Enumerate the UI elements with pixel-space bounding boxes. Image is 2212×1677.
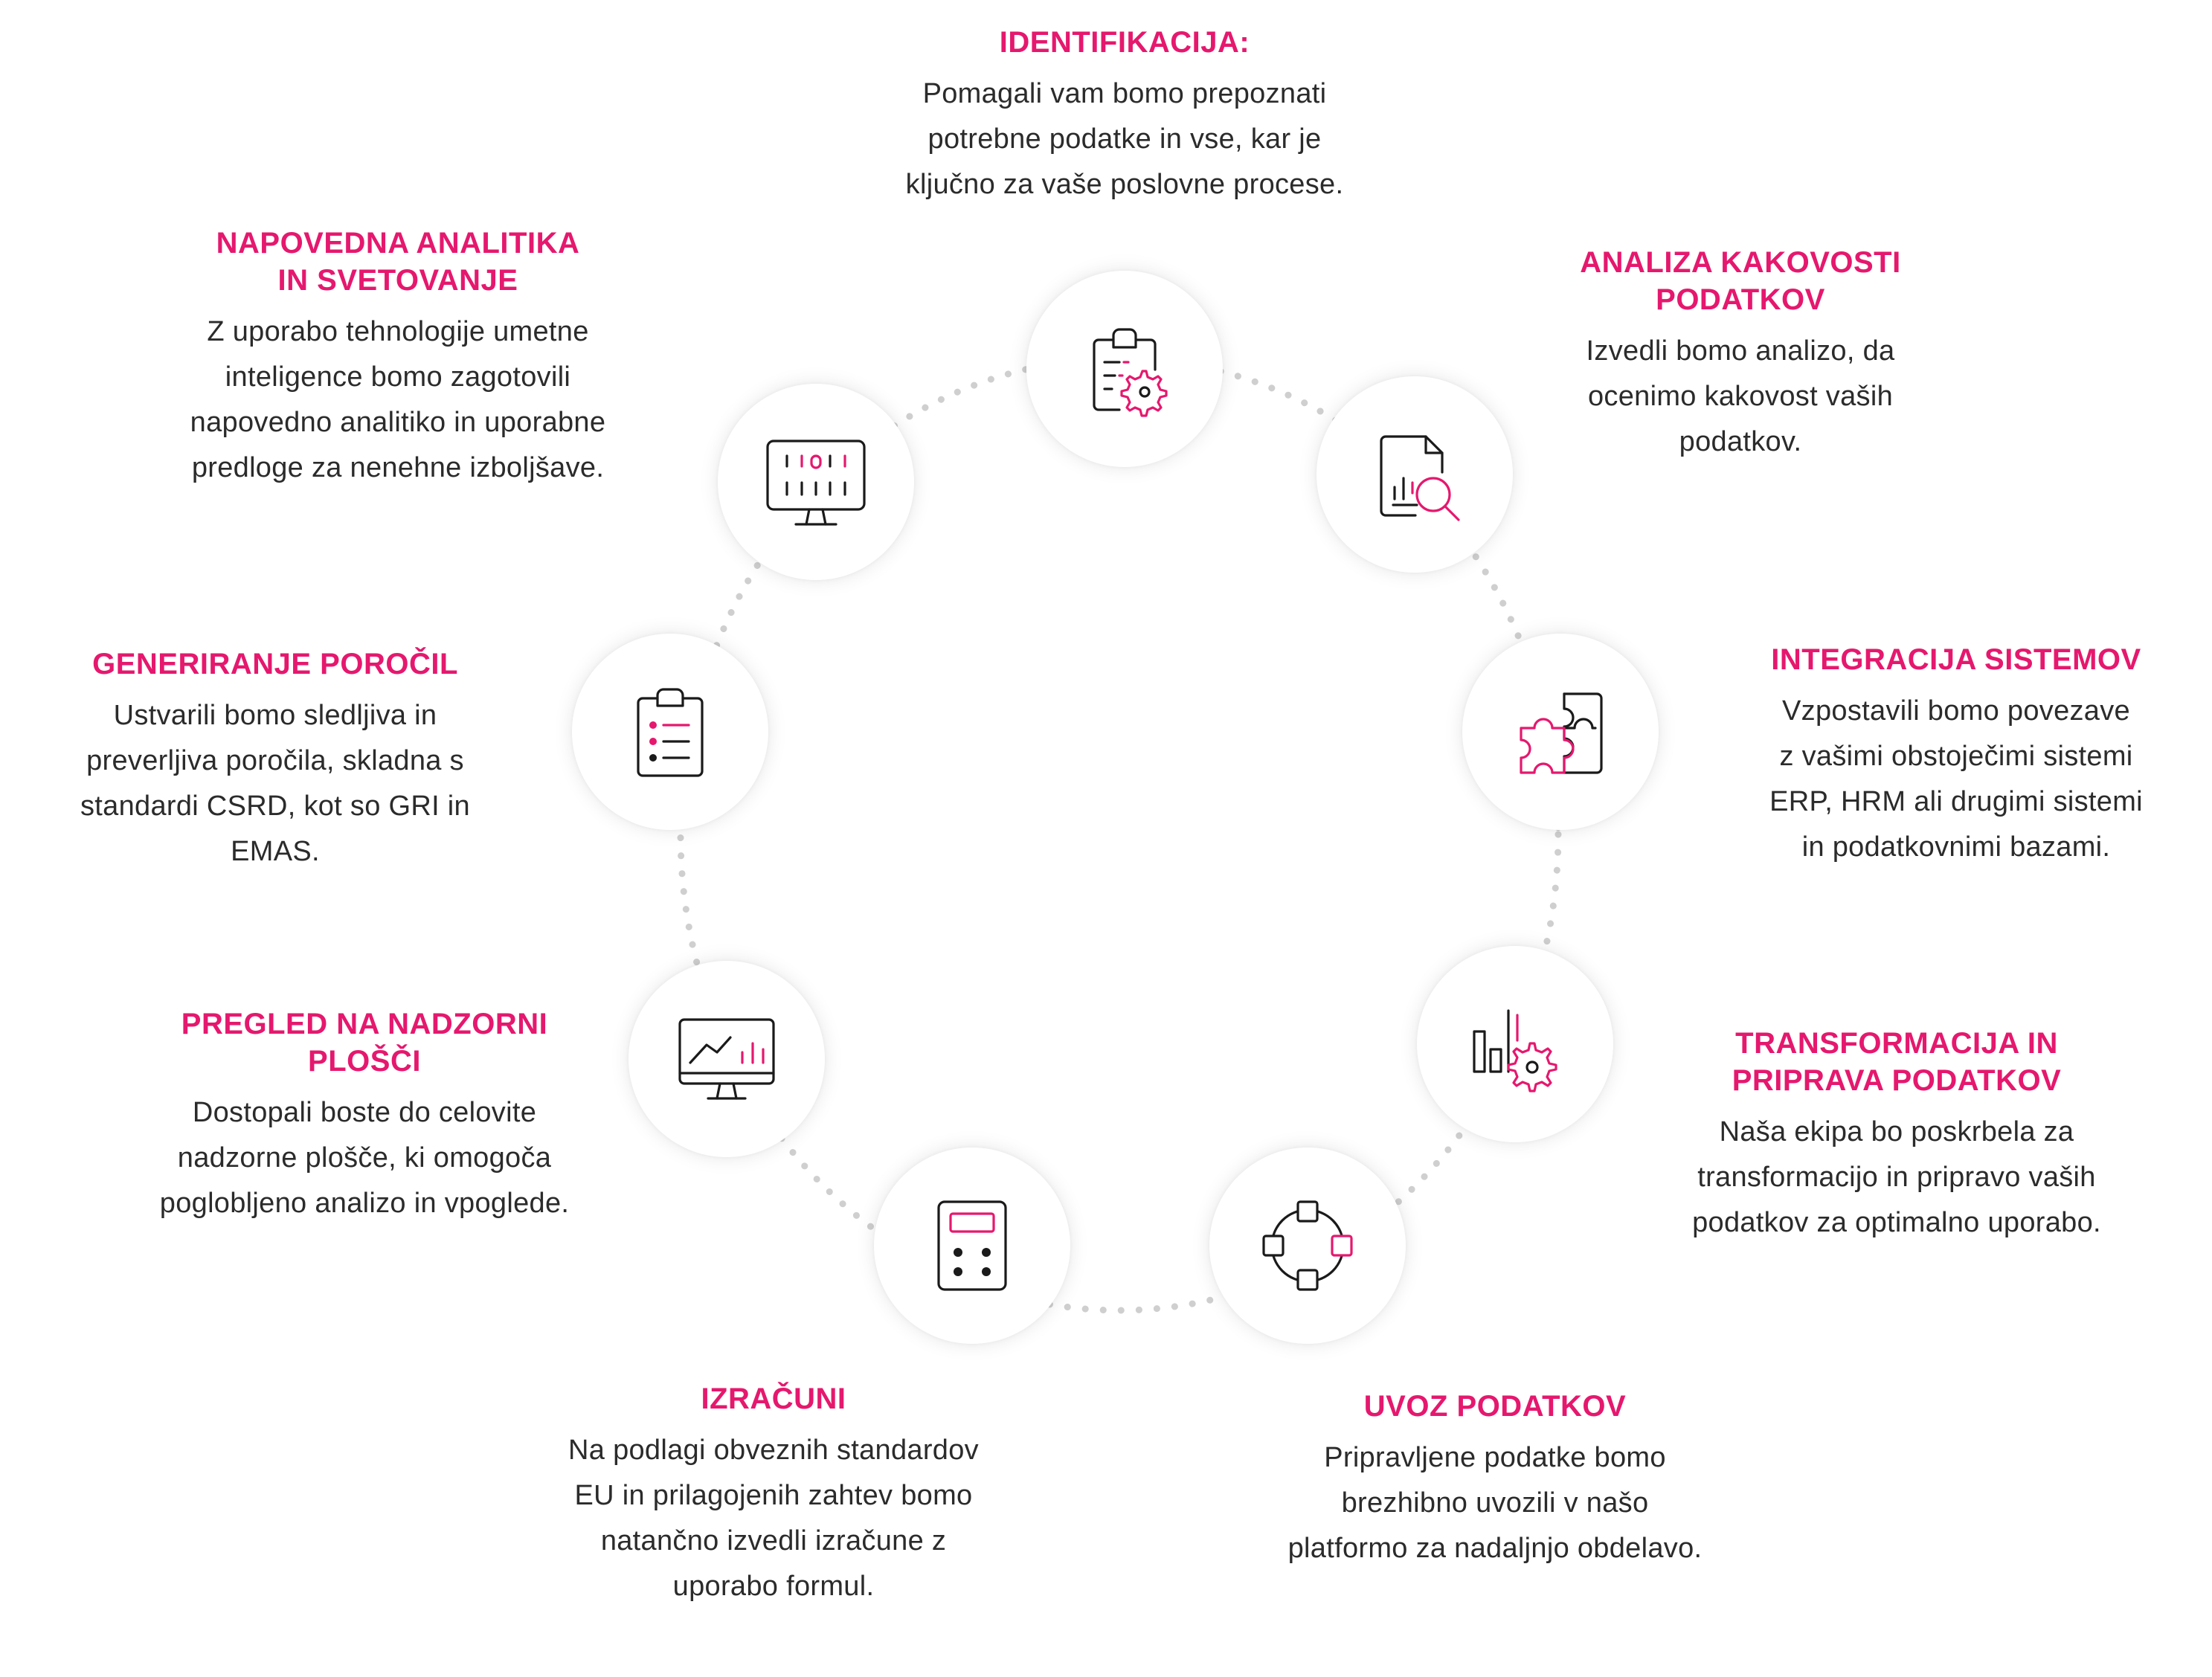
calculator-icon (937, 1200, 1007, 1291)
step-title: TRANSFORMACIJA IN PRIPRAVA PODATKOV (1732, 1027, 2062, 1097)
step-node-uvoz (1209, 1147, 1406, 1344)
step-node-integracija (1462, 634, 1659, 830)
step-text-pregled: PREGLED NA NADZORNI PLOŠČI Dostopali bos… (97, 1005, 632, 1226)
clipboard-gear-icon (1093, 328, 1168, 417)
step-text-identifikacija: IDENTIFIKACIJA: Pomagali vam bomo prepoz… (827, 24, 1422, 207)
step-title: INTEGRACIJA SISTEMOV (1771, 643, 2141, 676)
dotted-connector (677, 355, 1562, 1314)
step-node-izracuni (874, 1147, 1070, 1344)
step-node-pregled (628, 961, 825, 1157)
step-description: Pripravljene podatke bomo brezhibno uvoz… (1287, 1442, 1703, 1564)
step-text-transformacija: TRANSFORMACIJA IN PRIPRAVA PODATKOV Naša… (1614, 1025, 2179, 1246)
step-title: PREGLED NA NADZORNI PLOŠČI (181, 1008, 548, 1078)
step-title: ANALIZA KAKOVOSTI PODATKOV (1580, 246, 1901, 316)
step-description: Vzpostavili bomo povezave z vašimi obsto… (1769, 695, 2143, 863)
step-text-izracuni: IZRAČUNI Na podlagi obveznih standardov … (498, 1380, 1049, 1609)
step-description: Pomagali vam bomo prepoznati potrebne po… (905, 78, 1344, 200)
step-node-napovedna (718, 384, 914, 580)
report-clipboard-icon (637, 688, 704, 777)
bar-chart-gear-icon (1473, 1009, 1557, 1092)
step-node-identifikacija (1026, 271, 1223, 467)
analytics-monitor-icon (766, 440, 866, 526)
step-node-generiranje (572, 634, 768, 830)
step-description: Ustvarili bomo sledljiva in preverljiva … (80, 700, 470, 867)
step-description: Naša ekipa bo poskrbela za transformacij… (1692, 1116, 2101, 1238)
step-title: IDENTIFIKACIJA: (999, 26, 1250, 59)
step-description: Na podlagi obveznih standardov EU in pri… (568, 1435, 979, 1602)
puzzle-icon (1520, 692, 1603, 774)
step-node-transformacija (1417, 946, 1613, 1142)
step-text-generiranje: GENERIRANJE POROČIL Ustvarili bomo sledl… (37, 646, 513, 875)
dashboard-monitor-icon (678, 1018, 775, 1100)
network-nodes-icon (1262, 1200, 1353, 1291)
step-description: Dostopali boste do celovite nadzorne plo… (159, 1097, 570, 1219)
step-node-analiza (1316, 376, 1513, 573)
step-title: NAPOVEDNA ANALITIKA IN SVETOVANJE (216, 227, 580, 297)
step-description: Izvedli bomo analizo, da ocenimo kakovos… (1586, 335, 1895, 457)
document-search-icon (1380, 435, 1460, 521)
step-text-uvoz: UVOZ PODATKOV Pripravljene podatke bomo … (1220, 1388, 1770, 1571)
step-title: IZRAČUNI (701, 1383, 846, 1415)
step-description: Z uporabo tehnologije umetne inteligence… (190, 316, 606, 483)
step-text-napovedna: NAPOVEDNA ANALITIKA IN SVETOVANJE Z upor… (126, 225, 669, 491)
step-text-analiza: ANALIZA KAKOVOSTI PODATKOV Izvedli bomo … (1502, 244, 1978, 465)
step-text-integracija: INTEGRACIJA SISTEMOV Vzpostavili bomo po… (1703, 641, 2209, 870)
step-title: GENERIRANJE POROČIL (92, 648, 458, 680)
step-title: UVOZ PODATKOV (1363, 1390, 1627, 1423)
